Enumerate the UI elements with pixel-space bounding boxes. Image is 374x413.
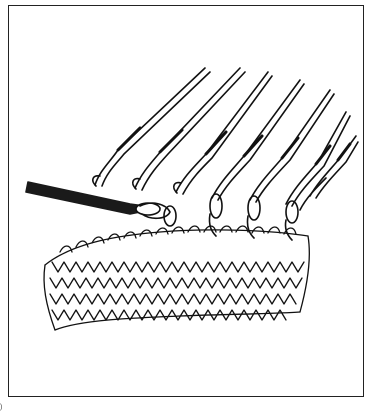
needle-hook-5 (250, 90, 334, 202)
needle-hook-8 (300, 178, 326, 210)
transfer-tool (26, 182, 170, 218)
knitted-fabric (44, 226, 309, 330)
corner-mark: ) (0, 404, 2, 411)
